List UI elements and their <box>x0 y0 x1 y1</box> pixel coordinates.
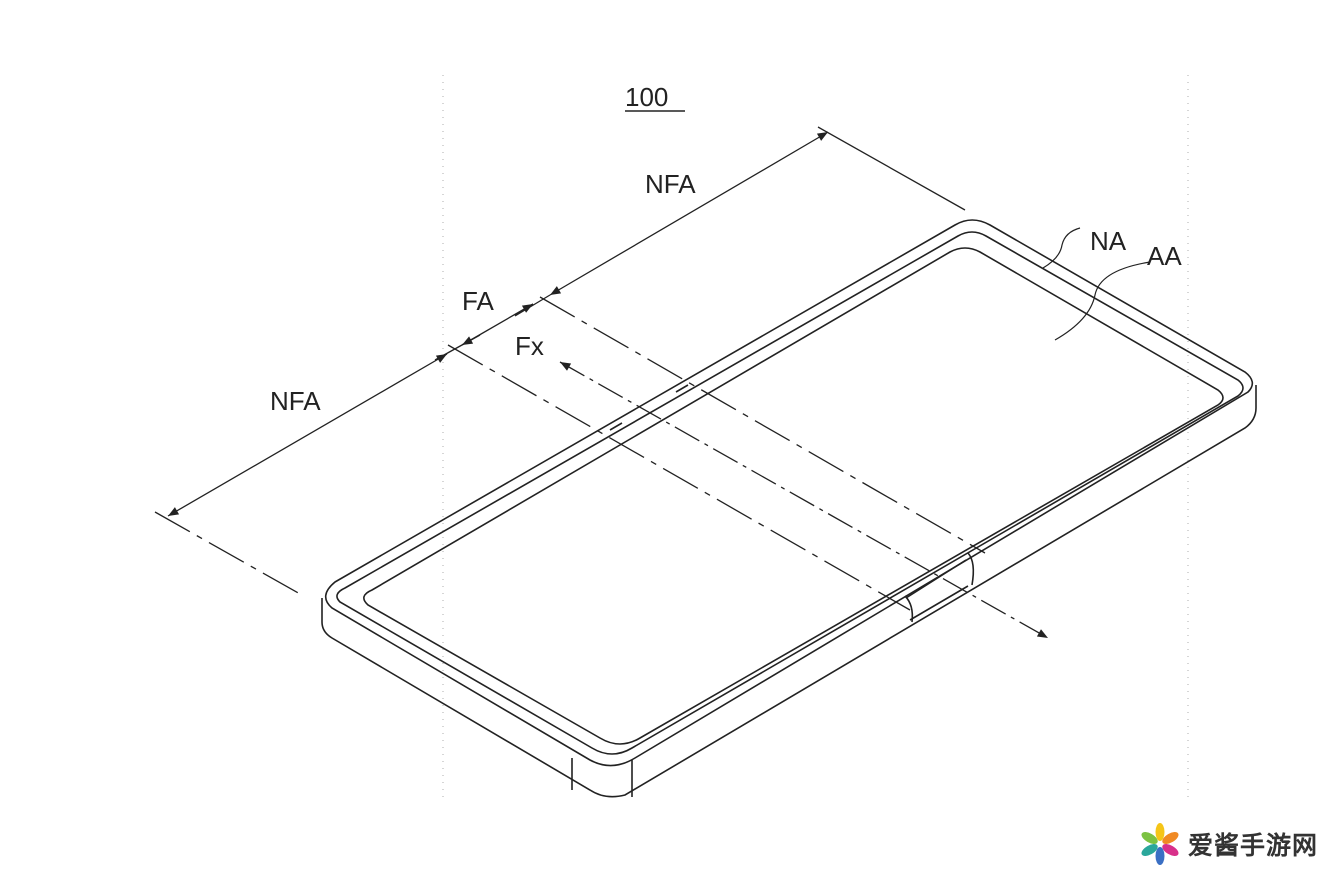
logo-petal <box>1141 832 1158 844</box>
label-fx: Fx <box>515 331 544 361</box>
label-na: NA <box>1090 226 1127 256</box>
flower-logo-icon <box>1141 823 1179 865</box>
folding-axis-arrow <box>559 361 1049 639</box>
logo-petal <box>1162 844 1179 856</box>
dimension-lines <box>154 126 966 595</box>
aa-leader-line <box>1054 261 1151 341</box>
logo-petal <box>1155 847 1165 865</box>
watermark: 爱酱手游网 <box>1138 822 1318 866</box>
logo-petal <box>1141 844 1158 856</box>
label-fa: FA <box>462 286 494 316</box>
na-leader-line <box>1042 227 1081 269</box>
label-aa: AA <box>1147 241 1182 271</box>
label-nfa-top: NFA <box>645 169 696 199</box>
logo-petal <box>1162 832 1179 844</box>
watermark-text: 爱酱手游网 <box>1188 831 1319 860</box>
reference-numeral: 100 <box>625 82 668 112</box>
logo-petal <box>1155 823 1165 841</box>
label-nfa-bottom: NFA <box>270 386 321 416</box>
